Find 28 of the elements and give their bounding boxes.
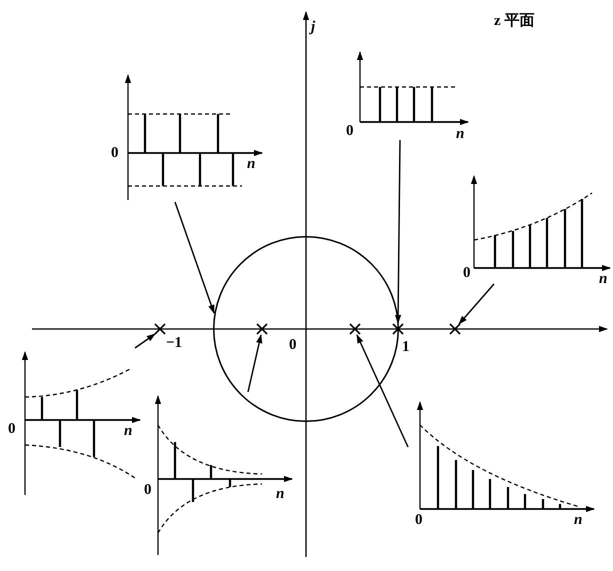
- axis-label: n: [456, 127, 464, 142]
- pole-cross-icon: [349, 323, 361, 335]
- axis-label: n: [276, 487, 284, 502]
- axis-label: n: [247, 157, 256, 172]
- pole-cross-icon: [449, 323, 461, 335]
- tick-label: 0: [289, 338, 296, 353]
- tick-label: 1: [402, 340, 410, 355]
- axis-label: j: [311, 20, 316, 35]
- arrow: [247, 334, 262, 392]
- pole-cross-icon: [154, 323, 166, 335]
- arrow: [174, 202, 215, 314]
- arrow: [134, 333, 156, 349]
- origin-label: 0: [8, 422, 16, 437]
- arrow: [394, 140, 402, 324]
- arrow: [458, 284, 495, 325]
- axis-label: n: [599, 272, 608, 287]
- origin-label: 0: [346, 124, 354, 139]
- origin-label: 0: [415, 513, 422, 528]
- origin-label: 0: [144, 483, 152, 498]
- origin-label: 0: [463, 266, 470, 281]
- origin-label: 0: [111, 146, 118, 161]
- tick-label: −1: [166, 336, 182, 351]
- arrow: [356, 334, 409, 448]
- pole-cross-icon: [256, 323, 268, 335]
- axis-label: n: [574, 513, 582, 528]
- plane-label: z 平面: [494, 14, 534, 29]
- axis-label: n: [124, 424, 132, 439]
- pole-cross-icon: [392, 323, 404, 335]
